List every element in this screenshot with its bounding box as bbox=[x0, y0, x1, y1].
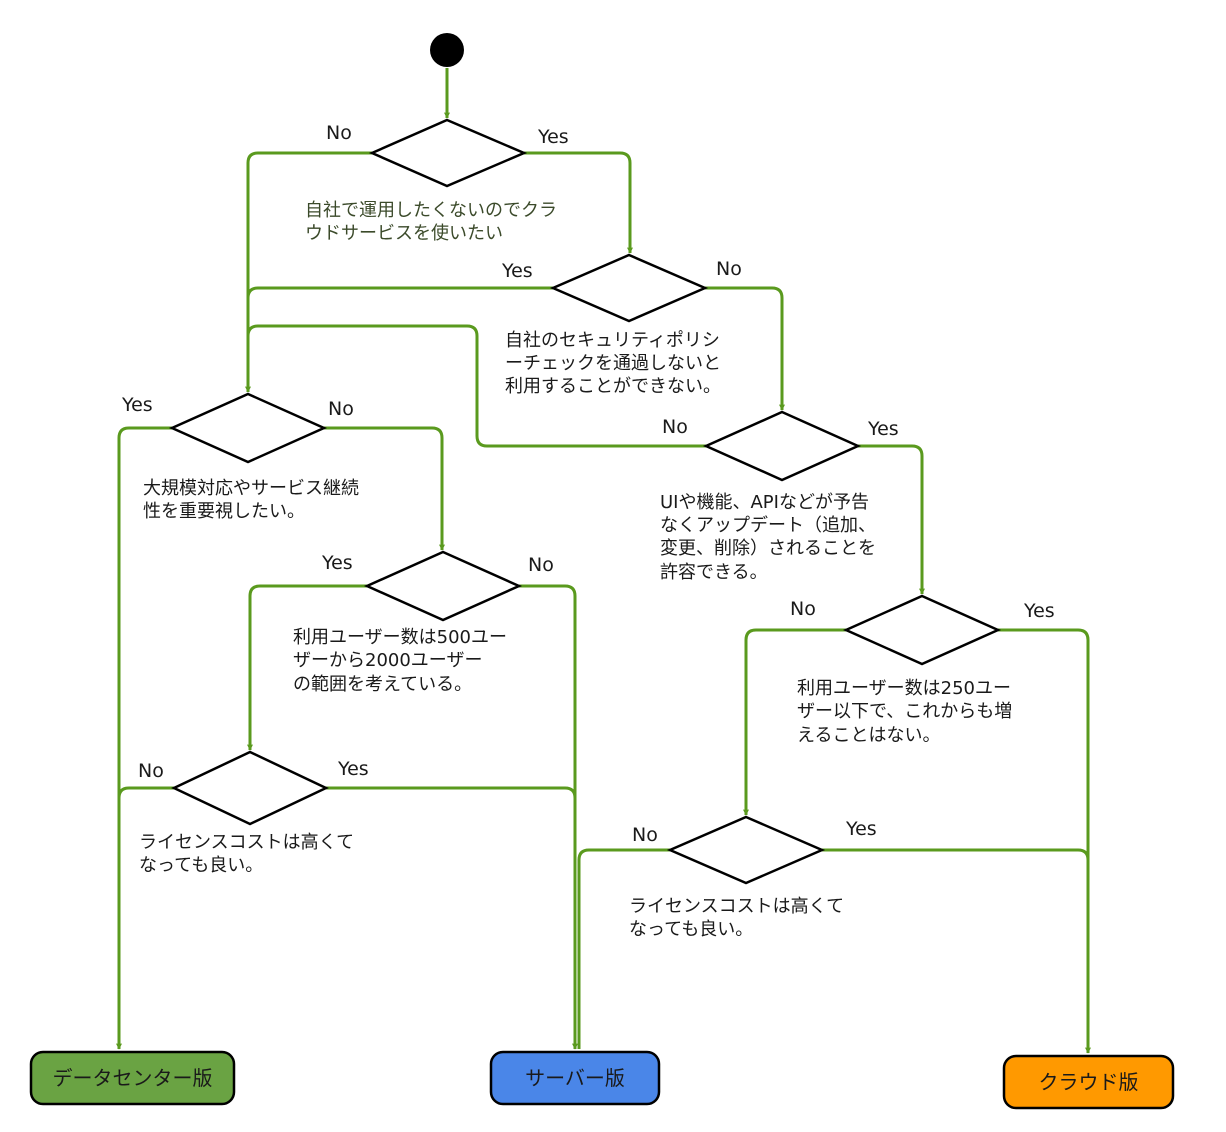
outcome-datacenter-box bbox=[29, 1050, 236, 1106]
edge-q5-yes bbox=[247, 584, 367, 751]
connectors bbox=[116, 68, 1091, 1054]
start-node bbox=[430, 33, 464, 67]
outcome-server-box bbox=[489, 1050, 661, 1106]
edge-q7-no bbox=[117, 786, 174, 1049]
q7-no-label: No bbox=[138, 760, 164, 782]
decisions bbox=[168, 118, 1002, 885]
q1-no-label: No bbox=[326, 122, 352, 144]
decision-6-diamond bbox=[842, 594, 1002, 666]
question-8-text: ライセンスコストは高くて なっても良い。 bbox=[629, 896, 850, 940]
edge-q1-no bbox=[245, 151, 372, 393]
edge-q2-yes bbox=[246, 286, 553, 392]
q8-no-label: No bbox=[632, 824, 658, 846]
outcome-cloud-label: クラウド版 bbox=[1039, 1070, 1139, 1094]
edge-q3-no bbox=[324, 426, 445, 551]
decision-3-diamond bbox=[168, 392, 328, 464]
question-7-text: ライセンスコストは高くて なっても良い。 bbox=[139, 832, 360, 876]
q3-no-label: No bbox=[328, 398, 354, 420]
question-3-text: 大規模対応やサービス継続 性を重要視したい。 bbox=[143, 478, 365, 522]
outcome-datacenter-label: データセンター版 bbox=[53, 1066, 213, 1090]
q6-no-label: No bbox=[790, 598, 816, 620]
edge-q5-no bbox=[519, 584, 578, 1050]
outcome-cloud-box bbox=[1002, 1054, 1175, 1110]
question-6-text: 利用ユーザー数は250ユー ザー以下で、これからも増 えることはない。 bbox=[797, 678, 1018, 746]
q3-yes-label: Yes bbox=[121, 394, 153, 416]
question-1-text: 自社で運用したくないのでクラ ウドサービスを使いたい bbox=[305, 200, 563, 244]
q6-yes-label: Yes bbox=[1023, 600, 1055, 622]
edge-q3-yes bbox=[116, 426, 172, 1050]
branch-labels: No Yes Yes No Yes No No Yes Yes No No Ye… bbox=[121, 122, 1055, 846]
outcome-cloud: クラウド版 bbox=[1002, 1054, 1175, 1110]
outcome-server: サーバー版 bbox=[489, 1050, 661, 1106]
edge-q6-no bbox=[743, 628, 846, 816]
edge-q4-no bbox=[246, 324, 706, 448]
outcome-server-label: サーバー版 bbox=[525, 1066, 625, 1090]
decision-2-diamond bbox=[549, 253, 709, 323]
decision-1-diamond bbox=[368, 118, 528, 188]
edge-q8-no bbox=[577, 848, 670, 1049]
q4-no-label: No bbox=[662, 416, 688, 438]
q2-yes-label: Yes bbox=[501, 260, 533, 282]
q5-yes-label: Yes bbox=[321, 552, 353, 574]
q4-yes-label: Yes bbox=[867, 418, 899, 440]
edge-q4-yes bbox=[858, 444, 925, 595]
q5-no-label: No bbox=[528, 554, 554, 576]
q7-yes-label: Yes bbox=[337, 758, 369, 780]
decision-8-diamond bbox=[666, 815, 826, 885]
decision-4-diamond bbox=[702, 410, 862, 482]
question-5-text: 利用ユーザー数は500ユー ザーから2000ユーザー の範囲を考えている。 bbox=[293, 627, 513, 695]
edge-q7-yes bbox=[326, 786, 577, 1049]
question-texts: 自社で運用したくないのでクラ ウドサービスを使いたい 自社のセキュリティポリシ … bbox=[139, 200, 1018, 940]
edge-q1-yes bbox=[524, 151, 633, 254]
question-4-text: UIや機能、APIなどが予告 なくアップデート（追加、 変更、削除）されることを… bbox=[660, 492, 882, 583]
q1-yes-label: Yes bbox=[537, 126, 569, 148]
decision-7-diamond bbox=[171, 750, 329, 826]
question-2-text: 自社のセキュリティポリシ ーチェックを通過しないと 利用することができない。 bbox=[505, 330, 727, 397]
decision-5-diamond bbox=[363, 550, 523, 622]
edge-q6-yes bbox=[998, 628, 1091, 1054]
edge-q8-yes bbox=[822, 848, 1090, 1053]
outcome-datacenter: データセンター版 bbox=[29, 1050, 236, 1106]
edge-q2-no bbox=[705, 286, 785, 411]
q2-no-label: No bbox=[716, 258, 742, 280]
q8-yes-label: Yes bbox=[845, 818, 877, 840]
